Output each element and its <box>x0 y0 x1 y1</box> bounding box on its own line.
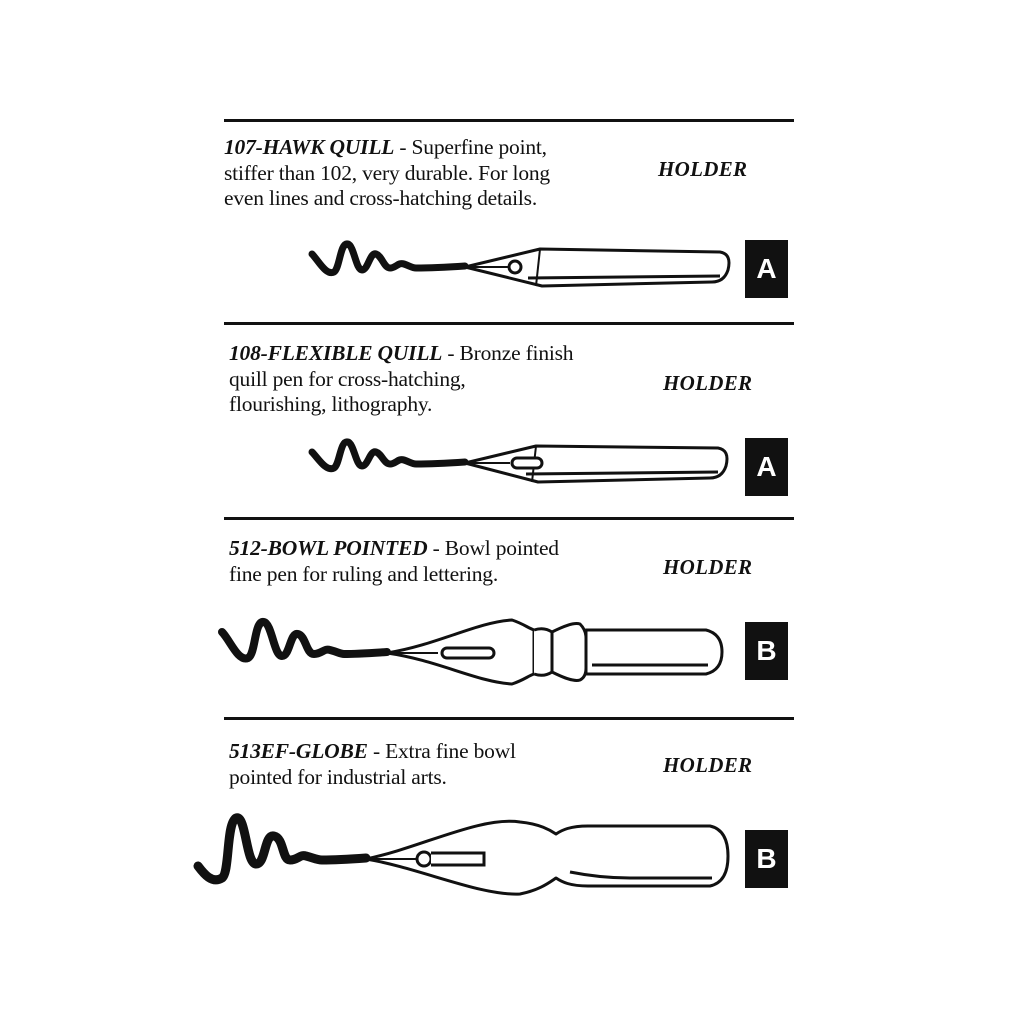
pen-description-512: 512-BOWL POINTED - Bowl pointed fine pen… <box>229 536 559 587</box>
section-divider-2 <box>224 517 794 520</box>
flexible-quill-pen-nib-icon <box>308 438 729 484</box>
pen-description-text: - Superfine point, <box>394 135 547 159</box>
holder-type-badge: A <box>745 240 788 298</box>
pen-description-text: - Bowl pointed <box>427 536 559 560</box>
pen-code: 513EF-GLOBE <box>229 739 368 763</box>
pen-description-107: 107-HAWK QUILL - Superfine point, stiffe… <box>224 135 550 212</box>
holder-label: HOLDER <box>663 555 753 579</box>
pen-description-text: even lines and cross-hatching details. <box>224 186 538 210</box>
pen-description-text: pointed for industrial arts. <box>229 764 447 789</box>
pen-description-text: quill pen for cross-hatching, <box>229 366 466 391</box>
pen-description-text: flourishing, lithography. <box>229 392 433 416</box>
section-divider-3 <box>224 717 794 720</box>
holder-type-badge: B <box>745 622 788 680</box>
pen-description-text: fine pen for ruling and lettering. <box>229 561 499 586</box>
holder-label: HOLDER <box>658 157 748 181</box>
section-divider-1 <box>224 322 794 325</box>
bowl-pointed-pen-nib-icon <box>218 618 724 686</box>
pen-description-108: 108-FLEXIBLE QUILL - Bronze finish quill… <box>229 341 574 418</box>
hawk-quill-pen-nib-icon <box>308 240 731 288</box>
pen-description-text: - Extra fine bowl <box>367 739 516 763</box>
pen-description-text: stiffer than 102, very durable. For long <box>224 160 550 185</box>
section-divider-top <box>224 119 794 122</box>
pen-description-text: - Bronze finish <box>442 341 574 365</box>
pen-code: 108-FLEXIBLE QUILL <box>229 341 443 365</box>
holder-type-badge: A <box>745 438 788 496</box>
holder-type-badge: B <box>745 830 788 888</box>
holder-label: HOLDER <box>663 371 753 395</box>
holder-label: HOLDER <box>663 753 753 777</box>
pen-code: 107-HAWK QUILL <box>224 135 395 159</box>
globe-pen-nib-icon <box>193 813 730 896</box>
pen-description-513ef: 513EF-GLOBE - Extra fine bowl pointed fo… <box>229 739 516 790</box>
pen-code: 512-BOWL POINTED <box>229 536 428 560</box>
